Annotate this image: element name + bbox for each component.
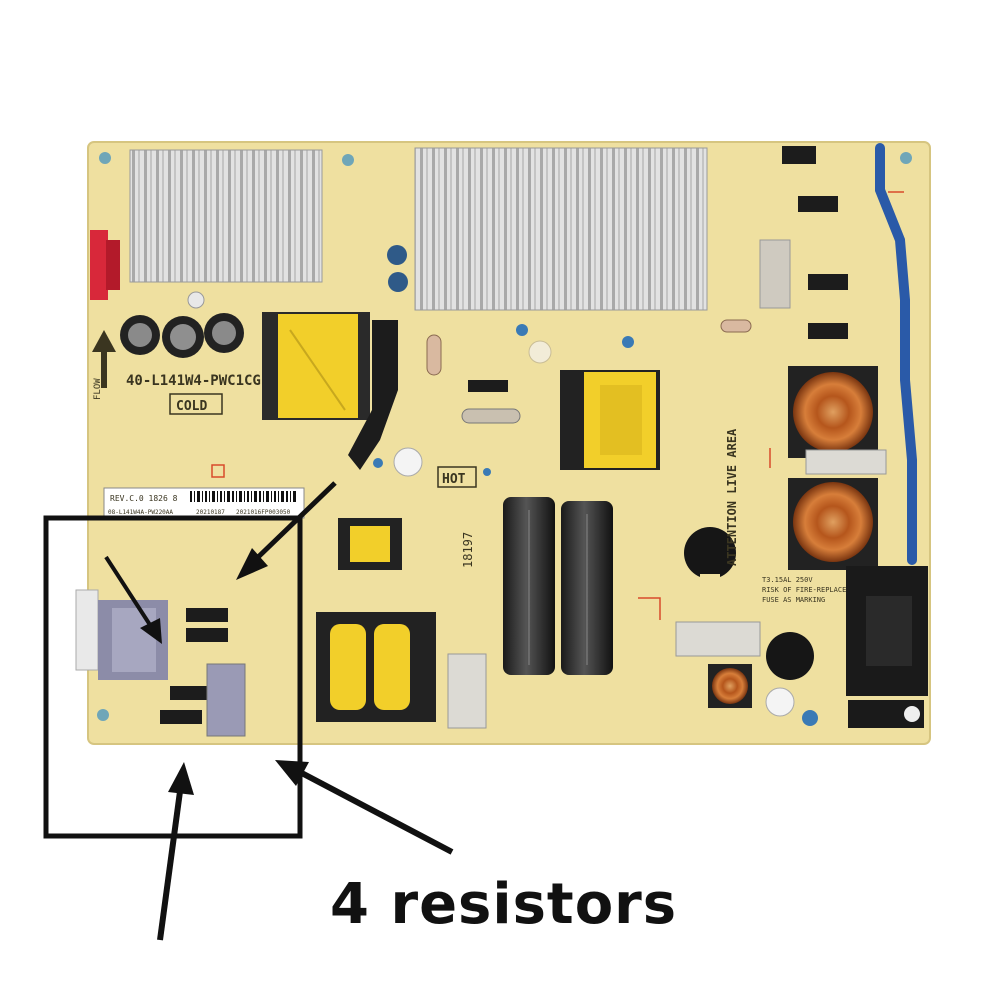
red-connector xyxy=(90,230,120,300)
sticker-serial-right: 2021016FP003050 xyxy=(236,509,291,516)
small-capacitors xyxy=(120,245,408,358)
board-model-code: 40-L141W4-PWC1CG xyxy=(126,373,261,389)
thermistors xyxy=(684,527,818,726)
x-capacitor xyxy=(675,621,761,657)
flow-arrow xyxy=(92,330,116,388)
caption-text: 4 resistors xyxy=(330,872,678,937)
sticker-serial-left: 08-L141W4A-PW220AA xyxy=(108,509,173,516)
sticker-rev: REV.C.0 1826 8 xyxy=(110,494,178,503)
bulk-capacitors xyxy=(503,497,613,675)
standby-section xyxy=(75,589,246,737)
cold-label: COLD xyxy=(176,399,207,414)
heatsink-main xyxy=(414,147,708,311)
right-diodes xyxy=(759,146,848,339)
aux-transformer xyxy=(560,370,660,470)
barcode-sticker xyxy=(103,487,305,519)
flow-label: FLOW xyxy=(93,378,103,400)
common-mode-chokes xyxy=(708,366,887,708)
fuse-text-3: FUSE AS MARKING xyxy=(762,596,825,604)
sticker-serial-mid: 20210187 xyxy=(196,509,225,516)
arrow-top-right xyxy=(236,481,337,580)
cold-label-box xyxy=(169,393,223,415)
blue-wire xyxy=(875,143,917,565)
arrow-bottom-up xyxy=(157,762,194,941)
hot-label-box xyxy=(437,466,477,488)
board-number: 18197 xyxy=(461,532,475,568)
hot-label: HOT xyxy=(442,472,466,487)
red-silk-marks xyxy=(211,191,904,620)
standby-transformer xyxy=(316,518,487,729)
arrow-caption xyxy=(275,760,454,855)
heat-strap xyxy=(348,320,398,470)
attention-label: ATTENTION LIVE AREA xyxy=(725,428,739,566)
arrow-inner xyxy=(104,555,162,644)
fuse-text-1: T3.15AL 250V xyxy=(762,576,813,584)
main-transformer xyxy=(262,312,370,420)
fuse-text-2: RISK OF FIRE-REPLACE xyxy=(762,586,846,594)
ac-inlet xyxy=(846,566,928,728)
small-parts xyxy=(373,319,752,477)
heatsink-left xyxy=(129,149,323,283)
